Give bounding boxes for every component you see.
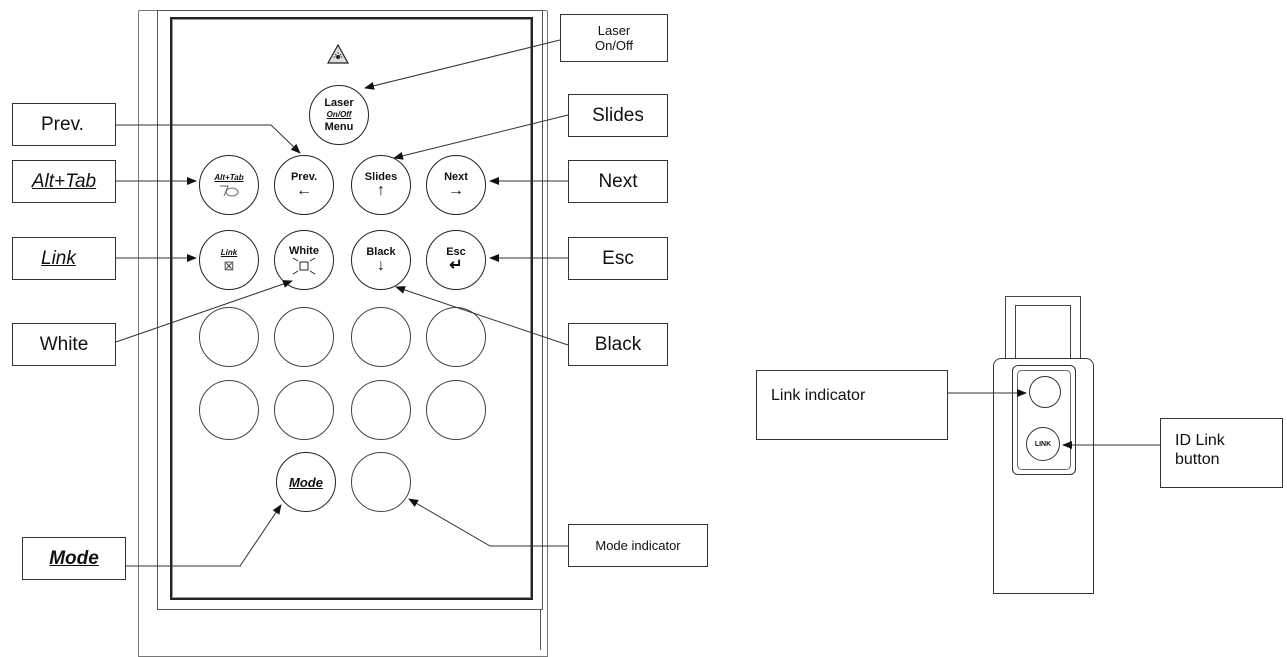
remote-keypad-area — [170, 17, 533, 600]
blank-button[interactable] — [426, 380, 486, 440]
mute-icon: ⊠ — [223, 258, 235, 273]
leader-black — [395, 286, 569, 346]
enter-icon: ↵ — [449, 257, 463, 274]
link-button[interactable]: Link ⊠ — [199, 230, 259, 290]
blank-button[interactable] — [426, 307, 486, 367]
blank-button[interactable] — [199, 380, 259, 440]
blank-button[interactable] — [274, 380, 334, 440]
prev-label: Prev. — [290, 171, 318, 183]
arrow-down-icon: ↓ — [377, 257, 385, 274]
leader-mode-indicator — [408, 498, 568, 547]
callout-mode-indicator-text: Mode indicator — [595, 538, 681, 553]
callout-black: Black — [568, 323, 668, 366]
next-label: Next — [444, 171, 468, 183]
callout-link-indicator: Link indicator — [756, 370, 948, 440]
callout-white-text: White — [39, 333, 89, 355]
callout-laser-line2: On/Off — [594, 38, 634, 53]
slides-label: Slides — [364, 171, 398, 183]
white-label: White — [289, 245, 319, 257]
link-label: Link — [220, 248, 238, 257]
blank-button[interactable] — [351, 380, 411, 440]
callout-prev: Prev. — [12, 103, 116, 146]
next-button[interactable]: Next → — [426, 155, 486, 215]
callout-link: Link — [12, 237, 116, 280]
esc-label: Esc — [446, 246, 466, 258]
blank-button[interactable] — [274, 307, 334, 367]
callout-id-link-line1: ID Link — [1175, 432, 1225, 449]
laser-menu-button[interactable]: Laser On/Off Menu — [309, 85, 369, 145]
white-button[interactable]: White — [274, 230, 334, 290]
callout-mode-indicator: Mode indicator — [568, 524, 708, 567]
mode-button[interactable]: Mode — [276, 452, 336, 512]
callout-slides: Slides — [568, 94, 668, 137]
black-label: Black — [366, 246, 396, 258]
callout-laser-line1: Laser — [597, 23, 631, 38]
callout-next-text: Next — [598, 170, 638, 192]
leader-prev — [116, 124, 301, 154]
arrow-right-icon: → — [448, 182, 464, 199]
slides-button[interactable]: Slides ↑ — [351, 155, 411, 215]
black-button[interactable]: Black ↓ — [351, 230, 411, 290]
blank-button[interactable] — [351, 307, 411, 367]
id-link-button-label: LINK — [1034, 440, 1052, 448]
prev-button[interactable]: Prev. ← — [274, 155, 334, 215]
arrow-left-icon: ← — [296, 182, 312, 199]
laser-warning-icon — [327, 44, 349, 64]
callout-esc: Esc — [568, 237, 668, 280]
callout-black-text: Black — [594, 333, 642, 355]
callout-link-indicator-text: Link indicator — [771, 387, 866, 404]
callout-mode: Mode — [22, 537, 126, 580]
menu-label: Menu — [324, 121, 354, 133]
id-link-button[interactable]: LINK — [1026, 427, 1060, 461]
callout-mode-text: Mode — [49, 547, 99, 569]
alt-tab-button[interactable]: Alt+Tab — [199, 155, 259, 215]
callout-laser-on-off: Laser On/Off — [560, 14, 668, 62]
mode-indicator-led — [351, 452, 411, 512]
arrow-up-icon: ↑ — [377, 182, 385, 199]
callout-next: Next — [568, 160, 668, 203]
blank-button[interactable] — [199, 307, 259, 367]
link-indicator-led — [1029, 376, 1061, 408]
callout-white: White — [12, 323, 116, 366]
callout-alt-tab-text: Alt+Tab — [31, 170, 97, 192]
leader-mode — [126, 504, 282, 567]
callout-prev-text: Prev. — [41, 113, 84, 135]
remote-panel-frame — [157, 10, 543, 610]
laser-label: Laser — [324, 97, 354, 109]
esc-button[interactable]: Esc ↵ — [426, 230, 486, 290]
leader-laser — [364, 39, 561, 90]
alt-tab-label: Alt+Tab — [214, 173, 244, 182]
callout-slides-text: Slides — [592, 104, 644, 126]
callout-link-text: Link — [41, 247, 76, 269]
cursor-pen-icon — [220, 185, 239, 197]
callout-id-link-line2: button — [1175, 451, 1220, 468]
laser-on-off-label: On/Off — [326, 110, 352, 119]
expand-screen-icon — [292, 257, 316, 275]
mode-label: Mode — [289, 474, 323, 490]
leader-slides — [393, 114, 569, 160]
callout-id-link-button: ID Link button — [1160, 418, 1283, 488]
remote-side-edge — [540, 610, 541, 650]
leader-white — [115, 280, 293, 343]
dongle-face-frame — [1012, 365, 1076, 475]
callout-esc-text: Esc — [602, 247, 634, 269]
callout-alt-tab: Alt+Tab — [12, 160, 116, 203]
dongle-face-inner-frame — [1017, 370, 1071, 470]
